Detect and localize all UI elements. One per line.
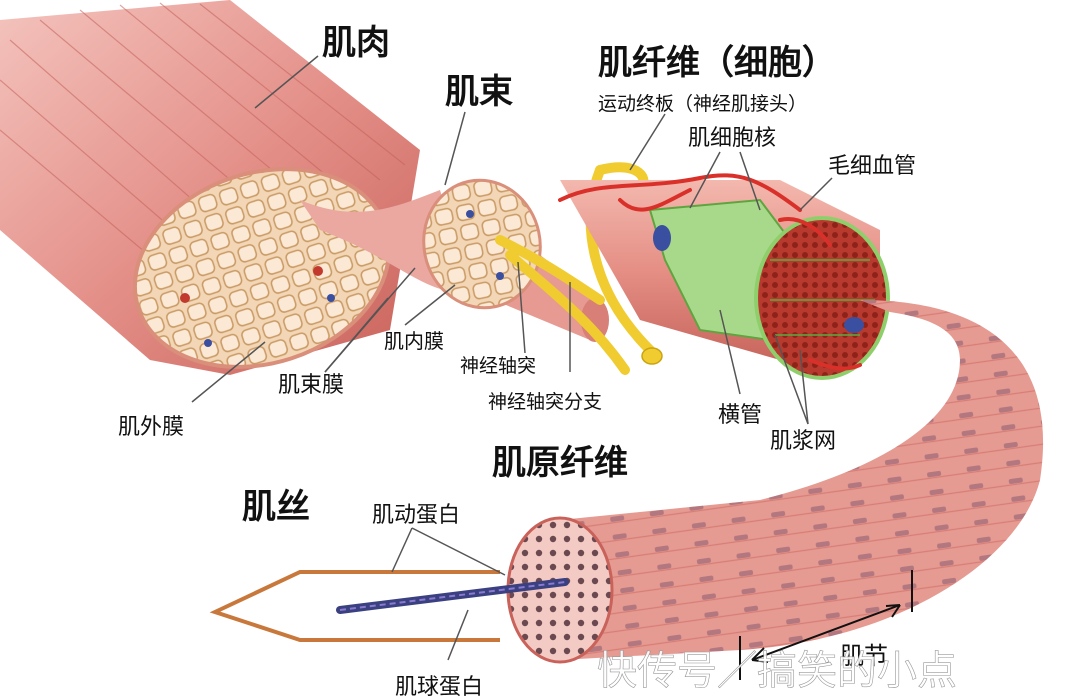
label-muscle-fiber: 肌纤维（细胞） [598, 43, 836, 83]
label-muscle: 肌肉 [322, 23, 390, 63]
label-sr: 肌浆网 [770, 429, 836, 454]
label-axon: 神经轴突 [460, 355, 536, 377]
label-actin: 肌动蛋白 [372, 503, 460, 528]
label-capillary: 毛细血管 [828, 154, 916, 179]
label-myosin: 肌球蛋白 [395, 675, 483, 700]
myofilament [209, 570, 569, 642]
sarcomere-arrow [739, 570, 913, 680]
myofibril [506, 300, 1044, 664]
label-t-tubule: 横管 [718, 403, 762, 428]
label-axon-branch: 神经轴突分支 [488, 391, 602, 413]
label-epimysium: 肌外膜 [118, 415, 184, 440]
label-myofibril: 肌原纤维 [492, 443, 628, 483]
label-fascicle: 肌束 [445, 72, 513, 112]
whole-muscle [0, 0, 420, 375]
watermark: 快传号／搞笑的小点 [597, 648, 957, 694]
label-nucleus: 肌细胞核 [688, 126, 776, 151]
label-perimysium: 肌束膜 [278, 373, 344, 398]
label-endomysium: 肌内膜 [384, 329, 444, 353]
label-filament: 肌丝 [242, 487, 310, 527]
leader-lines [191, 55, 833, 661]
muscle-fiber [558, 173, 890, 380]
label-motor-end-plate: 运动终板（神经肌接头） [598, 93, 807, 115]
label-sarcomere: 肌节 [840, 642, 888, 670]
